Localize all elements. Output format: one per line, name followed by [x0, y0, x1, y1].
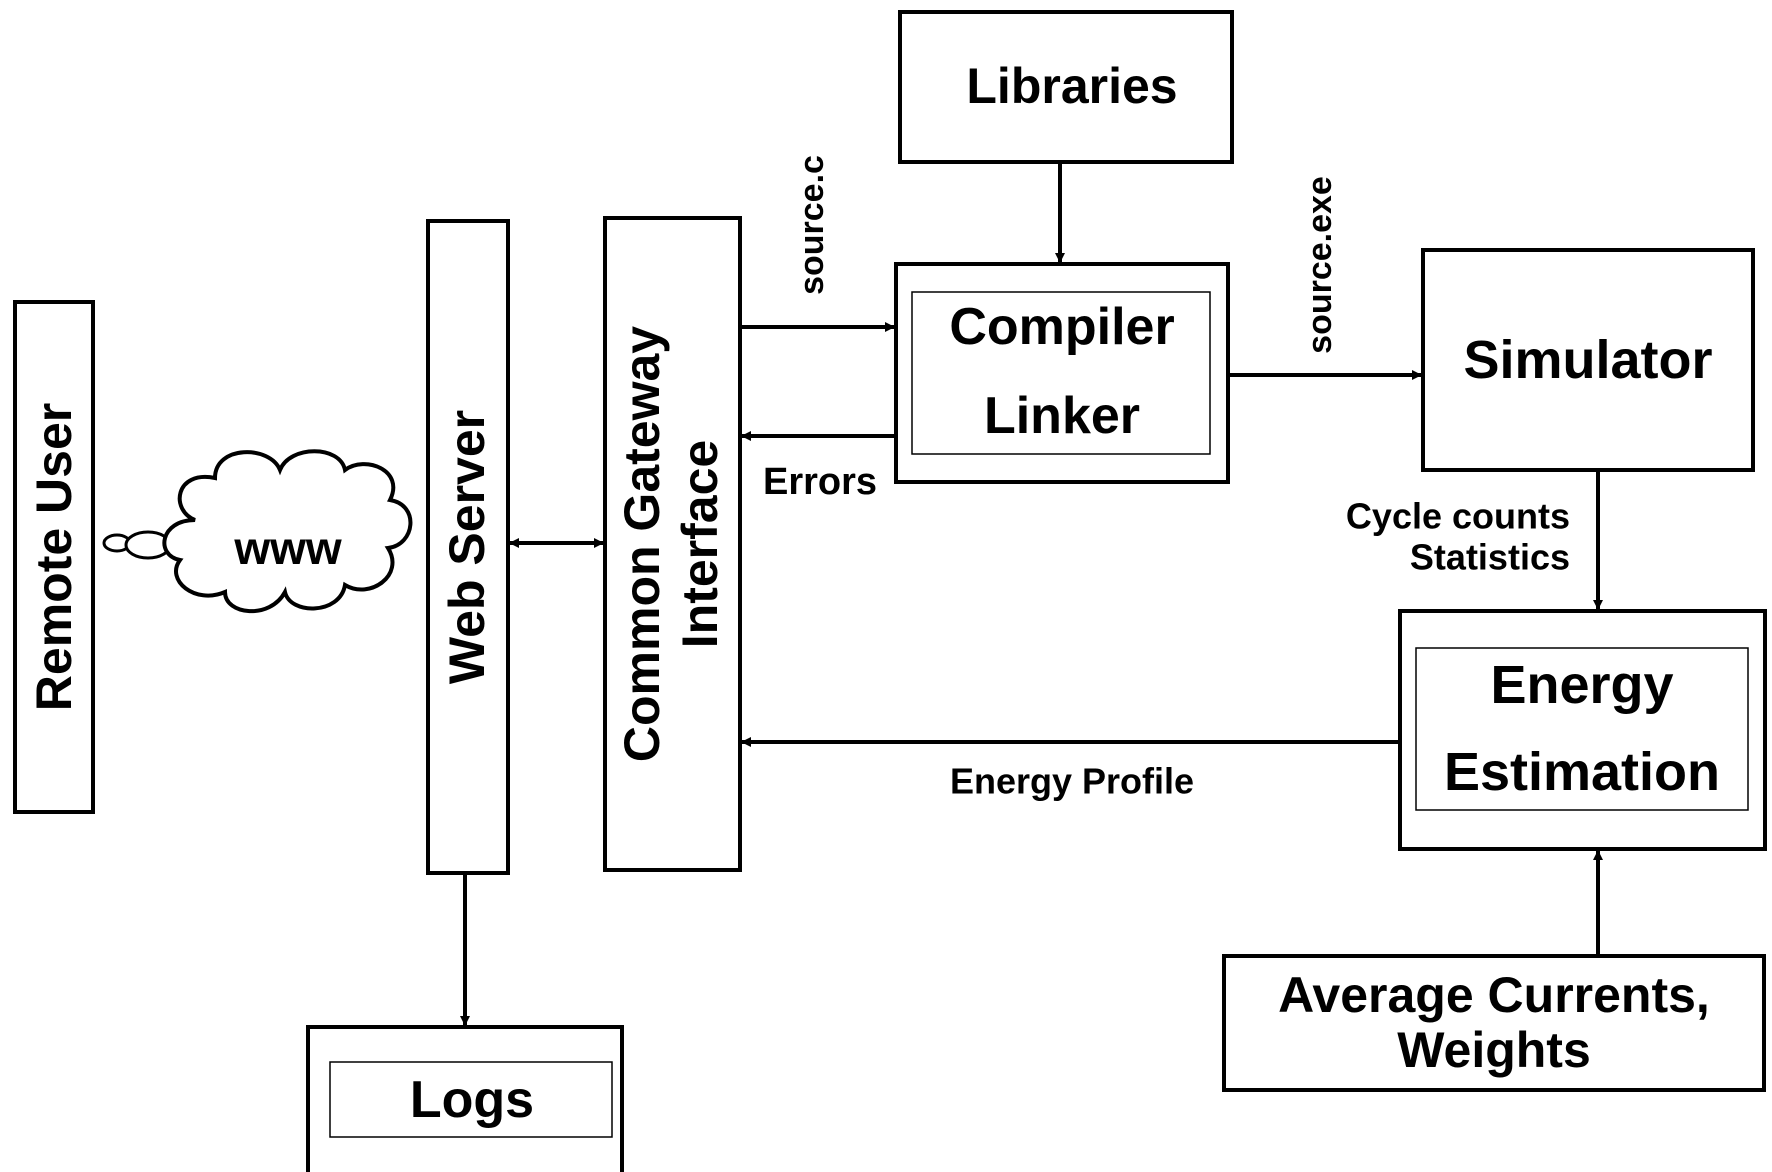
linker-label-text: Linker [984, 387, 1140, 445]
simulator-label: Simulator [1463, 330, 1712, 390]
cgi-label-line2: Interface [672, 440, 728, 648]
currents-label-line2: Weights [1397, 1022, 1591, 1078]
compiler-label: Compiler [949, 298, 1174, 356]
remote-user-label: Remote User [26, 403, 82, 711]
www-label: www [233, 522, 342, 574]
source-exe-label: source.exe [1301, 176, 1339, 354]
energy-profile-label: Energy Profile [950, 761, 1194, 802]
www-cloud-node: www [162, 449, 413, 614]
estimation-label: Estimation [1444, 742, 1720, 802]
source-c-label: source.c [793, 155, 831, 295]
energy-estimation-node: Energy Estimation [1398, 609, 1767, 851]
remote-user-node: Remote User [13, 300, 95, 814]
cycle-counts-label: Cycle counts [1346, 496, 1570, 537]
errors-label: Errors [763, 461, 877, 503]
currents-label-line1: Average Currents, [1278, 967, 1710, 1023]
simulator-node: Simulator [1421, 248, 1755, 472]
web-server-label: Web Server [439, 410, 495, 684]
energy-label: Energy [1490, 655, 1673, 715]
average-currents-node: Average Currents, Weights [1222, 954, 1766, 1092]
compiler-linker-node: Compiler Linker [894, 262, 1230, 484]
statistics-label: Statistics [1410, 537, 1570, 578]
cgi-node: Common Gateway Interface [603, 216, 742, 872]
libraries-node: Libraries [898, 10, 1234, 164]
cloud-shape [162, 449, 413, 614]
libraries-label: Libraries [966, 58, 1177, 114]
logs-label: Logs [410, 1071, 534, 1129]
cgi-label-line1: Common Gateway [614, 326, 670, 762]
thought-bubbles [102, 530, 172, 560]
web-server-node: Web Server [426, 219, 510, 875]
logs-node: Logs [306, 1025, 624, 1172]
